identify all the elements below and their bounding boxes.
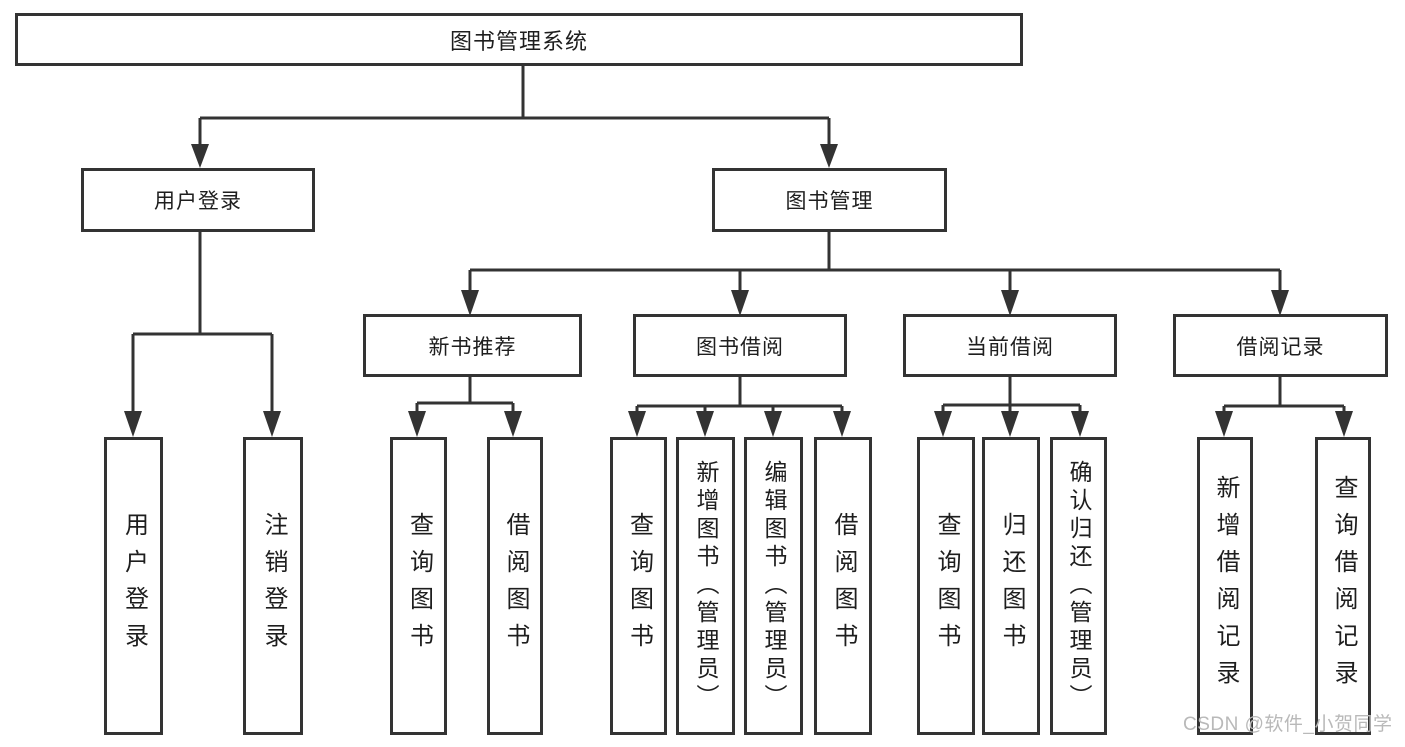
leaf-add-borrow-record: 新增借阅记录: [1197, 437, 1253, 735]
csdn-watermark: CSDN @软件_小贺同学: [1183, 714, 1393, 735]
node-current-borrow: 当前借阅: [903, 314, 1117, 377]
connector-current-to-leaves: [934, 377, 1089, 437]
node-system-root: 图书管理系统: [15, 13, 1023, 66]
node-book-borrow: 图书借阅: [633, 314, 847, 377]
leaf-user-login: 用户登录: [104, 437, 163, 735]
connector-records-to-leaves: [1215, 377, 1353, 437]
leaf-edit-books-admin: 编辑图书（管理员）: [744, 437, 803, 735]
node-borrow-records: 借阅记录: [1173, 314, 1388, 377]
leaf-logout: 注销登录: [243, 437, 303, 735]
connector-borrow-to-leaves: [628, 377, 851, 437]
leaf-return-books: 归还图书: [982, 437, 1040, 735]
leaf-query-books-current: 查询图书: [917, 437, 975, 735]
node-new-book-recommend: 新书推荐: [363, 314, 582, 377]
connector-recommend-to-leaves: [408, 377, 522, 437]
node-book-management: 图书管理: [712, 168, 947, 232]
node-user-login: 用户登录: [81, 168, 315, 232]
connector-login-to-leaves: [124, 232, 281, 437]
leaf-query-books-recommend: 查询图书: [390, 437, 447, 735]
leaf-add-books-admin: 新增图书（管理员）: [676, 437, 735, 735]
leaf-query-borrow-record: 查询借阅记录: [1315, 437, 1371, 735]
connector-mgmt-to-level3: [461, 232, 1289, 316]
leaf-borrow-books-recommend: 借阅图书: [487, 437, 543, 735]
leaf-borrow-books: 借阅图书: [814, 437, 872, 735]
connector-root-to-level2: [191, 66, 838, 168]
leaf-query-books-borrow: 查询图书: [610, 437, 667, 735]
leaf-confirm-return-admin: 确认归还（管理员）: [1050, 437, 1107, 735]
